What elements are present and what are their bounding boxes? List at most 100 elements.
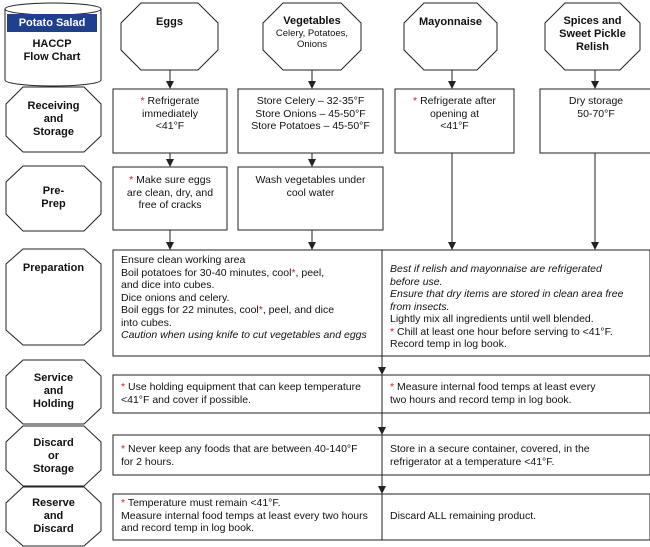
prep-right-l2: before use. [390, 275, 443, 288]
ingredient-spices: Spices and Sweet Pickle Relish [545, 15, 640, 54]
ingredient-shape-mayonnaise [403, 2, 498, 71]
step-shape-receiving [5, 86, 102, 153]
step-reserve-l1: Reserve [32, 497, 75, 509]
step-shape-discard [5, 425, 102, 487]
asterisk-icon: * [121, 381, 126, 393]
receiving-spices-box [539, 88, 650, 154]
asterisk-icon: * [291, 266, 296, 279]
step-discard-l1: Discard [33, 437, 74, 449]
receiving-vegetables-text: Store Celery – 32-35°F Store Onions – 45… [238, 95, 383, 133]
ingredient-vegetables: Vegetables Celery, Potatoes, Onions [263, 15, 361, 50]
step-discard-l2: or [48, 450, 59, 462]
step-preprep-l2: Prep [41, 198, 66, 210]
discard-left-l2: for 2 hours. [121, 455, 175, 468]
receiving-eggs-l1: Refrigerate [147, 95, 200, 107]
discard-left-l1: Never keep any foods that are between 40… [128, 443, 358, 455]
reserve-left-l1: Temperature must remain <41°F. [127, 497, 281, 509]
preprep-eggs-l3: free of cracks [138, 199, 202, 211]
prep-right-l4: from insects. [390, 300, 450, 313]
prep-left-l2a: Boil potatoes for 30-40 minutes, cool [121, 266, 292, 279]
discard-left-text: * Never keep any foods that are between … [121, 443, 379, 468]
preprep-eggs-l2: are clean, dry, and [126, 186, 214, 199]
prep-left-l3: and dice into cubes. [121, 279, 215, 291]
prep-left-l2b: , peel, [295, 266, 325, 279]
service-left-l1: Use holding equipment that can keep temp… [128, 381, 361, 393]
step-shape-reserve [5, 486, 102, 547]
receiving-mayonnaise-box [394, 88, 515, 154]
prep-right-l5: Lightly mix all ingredients until well b… [390, 313, 594, 325]
preparation-right-text: Best if relish and mayonnaise are refrig… [390, 263, 648, 351]
step-receiving-l1: Receiving [27, 100, 80, 112]
preparation-left-text: Ensure clean working area Boil potatoes … [121, 254, 379, 342]
receiving-eggs-text: * Refrigerate immediately <41°F [113, 95, 227, 133]
step-preprep: Pre- Prep [6, 185, 101, 211]
receiving-eggs-l3: <41°F [155, 120, 185, 132]
receiving-spices-l2: 50-70°F [577, 107, 615, 120]
step-receiving: Receiving and Storage [6, 100, 101, 139]
service-left-text: * Use holding equipment that can keep te… [121, 381, 379, 406]
header-title-band [7, 14, 97, 32]
step-reserve-l3: Discard [33, 523, 74, 535]
ingredient-eggs-title: Eggs [156, 16, 183, 28]
header-subtitle-line2: Flow Chart [23, 51, 81, 63]
step-service-l3: Holding [33, 398, 74, 410]
preprep-eggs-text: * Make sure eggs are clean, dry, and fre… [113, 174, 227, 212]
prep-left-l6: into cubes. [121, 316, 172, 329]
ingredient-mayonnaise: Mayonnaise [404, 16, 497, 29]
step-discard: Discard or Storage [6, 437, 101, 476]
reserve-left-text: * Temperature must remain <41°F. Measure… [121, 497, 379, 535]
receiving-mayo-l2: opening at [429, 107, 480, 120]
asterisk-icon: * [413, 95, 418, 107]
preprep-veg-l2: cool water [286, 186, 335, 199]
receiving-mayonnaise-text: * Refrigerate after opening at <41°F [395, 95, 514, 133]
prep-right-l3: Ensure that dry items are stored in clea… [390, 288, 624, 300]
step-service-l1: Service [33, 372, 74, 384]
ingredient-shape-spices [544, 2, 641, 71]
discard-right-l2: refrigerator at a temperature <41°F. [390, 455, 555, 468]
asterisk-icon: * [121, 443, 126, 455]
receiving-mayo-l3: <41°F [440, 120, 469, 132]
reserve-right-text: Discard ALL remaining product. [390, 510, 648, 523]
prep-left-l4: Dice onions and celery. [121, 291, 230, 304]
prep-right-l6: Chill at least one hour before serving t… [397, 325, 613, 338]
ingredient-shape-eggs [120, 2, 219, 71]
prep-left-l5b: , peel, and dice [262, 304, 335, 316]
ingredient-spices-title1: Spices and [563, 15, 622, 27]
reserve-right-l1: Discard ALL remaining product. [390, 510, 537, 522]
step-receiving-l2: and [43, 113, 64, 125]
prep-left-l7: Caution when using knife to cut vegetabl… [121, 329, 367, 341]
reserve-left-l2: Measure internal food temps at least eve… [121, 509, 368, 522]
preprep-vegetables-box [237, 166, 384, 231]
step-preparation: Preparation [6, 262, 101, 275]
ingredient-mayonnaise-title: Mayonnaise [419, 16, 482, 28]
service-left-l2: <41°F and cover if possible. [121, 393, 251, 406]
step-service-l2: and [43, 385, 64, 397]
step-receiving-l3: Storage [33, 126, 74, 138]
reserve-left-l3: and record temp in log book. [121, 522, 255, 534]
preprep-eggs-l1: Make sure eggs [136, 174, 211, 186]
step-reserve-l2: and [43, 510, 64, 522]
asterisk-icon: * [390, 325, 395, 338]
header-subtitle: HACCP Flow Chart [7, 38, 97, 64]
ingredient-eggs: Eggs [121, 16, 218, 29]
ingredient-spices-title3: Relish [575, 41, 609, 53]
step-shape-service [5, 359, 102, 425]
step-service: Service and Holding [6, 372, 101, 411]
receiving-spices-text: Dry storage 50-70°F [540, 95, 650, 120]
prep-left-l5a: Boil eggs for 22 minutes, cool [121, 304, 259, 316]
preprep-veg-l1: Wash vegetables under [255, 174, 366, 186]
service-right-text: * Measure internal food temps at least e… [390, 381, 648, 406]
receiving-mayo-l1: Refrigerate after [420, 95, 496, 107]
service-right-l2: two hours and record temp in log book. [390, 393, 572, 406]
service-right-l1: Measure internal food temps at least eve… [397, 381, 596, 393]
asterisk-icon: * [140, 95, 145, 107]
step-preprep-l1: Pre- [42, 185, 65, 197]
step-reserve: Reserve and Discard [6, 497, 101, 536]
header-title: Potato Salad [18, 17, 86, 29]
receiving-spices-l1: Dry storage [568, 95, 624, 107]
discard-right-l1: Store in a secure container, covered, in… [390, 443, 590, 455]
ingredient-vegetables-title: Vegetables [283, 15, 341, 27]
header-subtitle-line1: HACCP [32, 38, 72, 50]
receiving-veg-l2: Store Onions – 45-50°F [255, 107, 366, 120]
